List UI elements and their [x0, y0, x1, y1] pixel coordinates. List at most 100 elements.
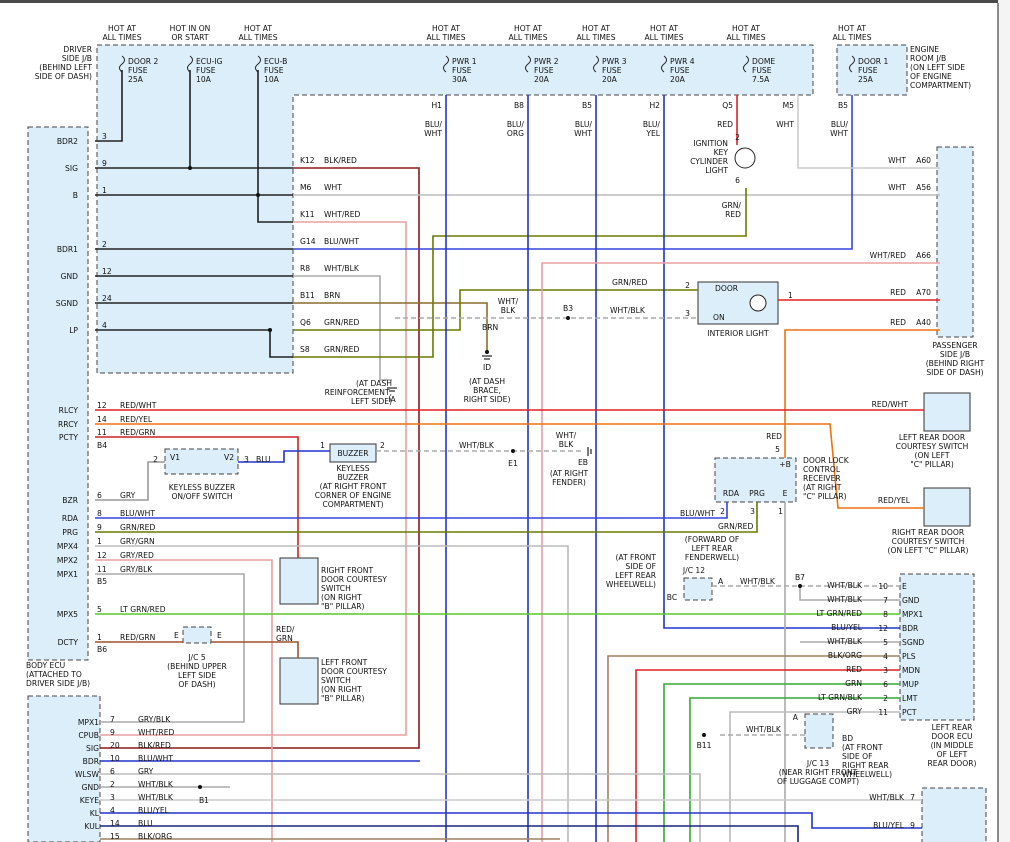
jb-right-wire: BLK/RED	[324, 156, 357, 165]
receiver-p2: 2	[720, 507, 725, 516]
wire-top-m5: WHT	[776, 120, 794, 129]
lower-ecu-name: MPX1	[78, 718, 99, 727]
body-ecu-pin-name: SIG	[65, 164, 78, 173]
body-ecu-pin-name: BDR2	[57, 137, 78, 146]
lower-ecu-wire: BLK/ORG	[138, 832, 172, 841]
lower-ecu-num: 7	[110, 715, 115, 724]
ground-id-wire: BRN	[482, 323, 498, 332]
keyless-p3: 3	[244, 455, 249, 464]
courtesy-lr-wire: RED/WHT	[872, 400, 909, 409]
jb-pin-h1: H1	[431, 101, 442, 110]
body-ecu-pin2-wire: GRY/BLK	[120, 565, 153, 574]
left-front-courtesy-box	[279, 657, 319, 705]
lr-ecu-wire: BLU/YEL	[831, 623, 863, 632]
lower-ecu-name: KL	[90, 809, 100, 818]
body-ecu-pin2-name: MPX1	[57, 570, 78, 579]
body-ecu-pin-num: 3	[102, 132, 107, 141]
passenger-pin: A66	[916, 251, 931, 260]
ground-eb-id: EB	[578, 458, 588, 467]
lr-ecu-num: 7	[883, 596, 888, 605]
lr-ecu-num: 10	[878, 582, 888, 591]
lower-ecu-name: WLSW	[75, 770, 100, 779]
buzzer-p1: 1	[320, 441, 325, 450]
ignition-pin-top: 2	[735, 133, 740, 142]
jb-right-pin: R8	[300, 264, 310, 273]
body-ecu-pin2-num: 11	[97, 565, 107, 574]
lower-ecu-name: SIG	[86, 744, 99, 753]
body-ecu-pin2-wire: LT GRN/RED	[120, 605, 166, 614]
lower-ecu-wire: WHT/BLK	[138, 780, 174, 789]
jb-pin-b8: B8	[514, 101, 524, 110]
lr-ecu-name: SGND	[902, 638, 924, 647]
buzzer-box	[329, 443, 377, 463]
body-ecu-pin2-wire: GRY/RED	[120, 551, 154, 560]
lower-ecu-num: 6	[110, 767, 115, 776]
jc13-bd: BD	[842, 734, 853, 743]
wire-top-h1: BLU/WHT	[424, 120, 442, 138]
receiver-p1: 1	[778, 507, 783, 516]
body-ecu-pin-name: LP	[69, 326, 78, 335]
jb-right-pin: Q6	[300, 318, 311, 327]
body-ecu-box	[27, 126, 89, 661]
receiver-wire-bw: BLU/WHT	[680, 509, 715, 518]
lower-ecu-wire: WHT/BLK	[138, 793, 174, 802]
passenger-pin: A70	[916, 288, 931, 297]
lower-ecu-num: 2	[110, 780, 115, 789]
top-border	[0, 0, 1010, 3]
courtesy-rr-wire: RED/YEL	[878, 496, 911, 505]
lower-ecu-name: KEYE	[80, 796, 99, 805]
lower-ecu-name: KUL	[84, 822, 99, 831]
right-front-courtesy-box	[279, 557, 319, 605]
lr-ecu-wire: RED	[846, 665, 862, 674]
body-ecu-pin2-name: MPX2	[57, 556, 78, 565]
jb-right-pin: G14	[300, 237, 316, 246]
body-ecu-pin-num: 24	[102, 294, 112, 303]
receiver-wire-red: RED	[766, 432, 782, 441]
jc5-box	[182, 626, 212, 644]
body-ecu-pin2-wire: BLU/WHT	[120, 509, 155, 518]
splice-dots	[188, 166, 802, 789]
keyless-v2: V2	[224, 453, 234, 462]
wire-top-q5: RED	[717, 120, 733, 129]
engine-jb	[836, 44, 908, 96]
fuse-icons	[119, 55, 855, 73]
lower-ecu-name: BDR	[83, 757, 100, 766]
interior-pin3: 3	[685, 309, 690, 318]
jb-right-pin: S8	[300, 345, 310, 354]
lr-ecu-name: PLS	[902, 652, 916, 661]
lower-ecu-num: 10	[110, 754, 120, 763]
body-ecu-pin2-wire: GRN/RED	[120, 523, 155, 532]
body-ecu-pin2-num: 14	[97, 415, 107, 424]
jc13-box	[804, 713, 834, 749]
body-ecu-pin2-num: B5	[97, 577, 107, 586]
jc12-label: J/C 12	[682, 566, 705, 575]
driver-jb	[96, 44, 814, 374]
wires	[95, 70, 940, 842]
jb-pin-b5b: B5	[838, 101, 848, 110]
body-ecu-pin-num: 12	[102, 267, 112, 276]
body-ecu-pin2-wire: RED/GRN	[120, 428, 155, 437]
body-ecu-pin-name: SGND	[56, 299, 78, 308]
receiver-p5: 5	[775, 445, 780, 454]
ground-ia-id: IA	[388, 395, 396, 404]
body-ecu-pin-num: 9	[102, 159, 107, 168]
passenger-wire: RED	[890, 318, 906, 327]
ground-eb-wire: WHT/BLK	[556, 431, 577, 449]
passenger-pin: A60	[916, 156, 931, 165]
